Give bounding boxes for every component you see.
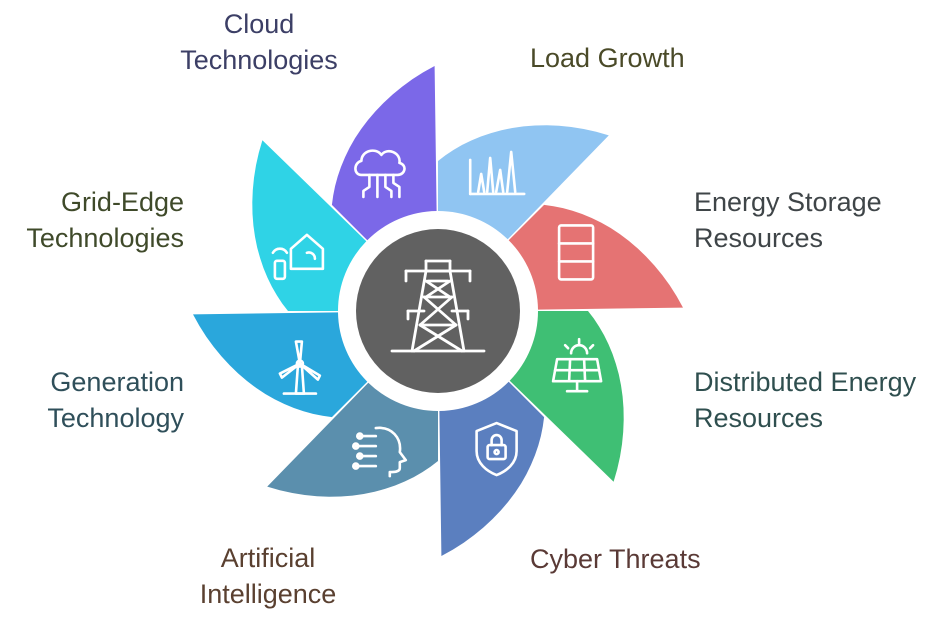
segment-grid-edge (252, 140, 367, 311)
segment-generation-technology (193, 312, 368, 418)
label-line: Cyber Threats (530, 544, 701, 574)
label-line: Artificial (220, 543, 316, 573)
segment-load-growth (438, 125, 609, 240)
label-line: Resources (694, 403, 824, 433)
label-load-growth: Load Growth (530, 40, 685, 76)
solar-panel-icon (551, 337, 603, 393)
bar-chart-icon (468, 150, 526, 196)
segment-cyber-threats (439, 381, 545, 556)
storage-stack-icon (557, 224, 595, 281)
label-artificial-intelligence: Artificial Intelligence (186, 540, 350, 612)
label-line: Distributed Energy (694, 367, 917, 397)
smart-home-icon (271, 233, 325, 281)
label-energy-storage: Energy Storage Resources (694, 184, 882, 256)
label-generation-technology: Generation Technology (10, 364, 184, 436)
cloud-circuit-icon (354, 149, 406, 199)
label-line: Grid-Edge (60, 187, 184, 217)
label-line: Cloud (223, 9, 295, 39)
label-line: Energy Storage (694, 187, 882, 217)
segment-distributed-energy (509, 311, 624, 482)
shield-lock-icon (475, 421, 518, 477)
label-line: Generation (50, 367, 184, 397)
label-line: Load Growth (530, 43, 685, 73)
label-cloud-technologies: Cloud Technologies (170, 6, 348, 78)
label-line: Technologies (180, 45, 338, 75)
label-line: Technologies (26, 223, 184, 253)
label-cyber-threats: Cyber Threats (530, 541, 701, 577)
wind-turbine-icon (278, 340, 322, 395)
ai-head-icon (351, 426, 408, 478)
label-line: Technology (47, 403, 184, 433)
segment-energy-storage (508, 204, 683, 310)
transmission-tower-icon (390, 259, 486, 353)
label-distributed-energy: Distributed Energy Resources (694, 364, 916, 436)
label-grid-edge: Grid-Edge Technologies (10, 184, 184, 256)
label-line: Resources (694, 223, 824, 253)
segment-artificial-intelligence (267, 382, 438, 497)
label-line: Intelligence (199, 579, 337, 609)
